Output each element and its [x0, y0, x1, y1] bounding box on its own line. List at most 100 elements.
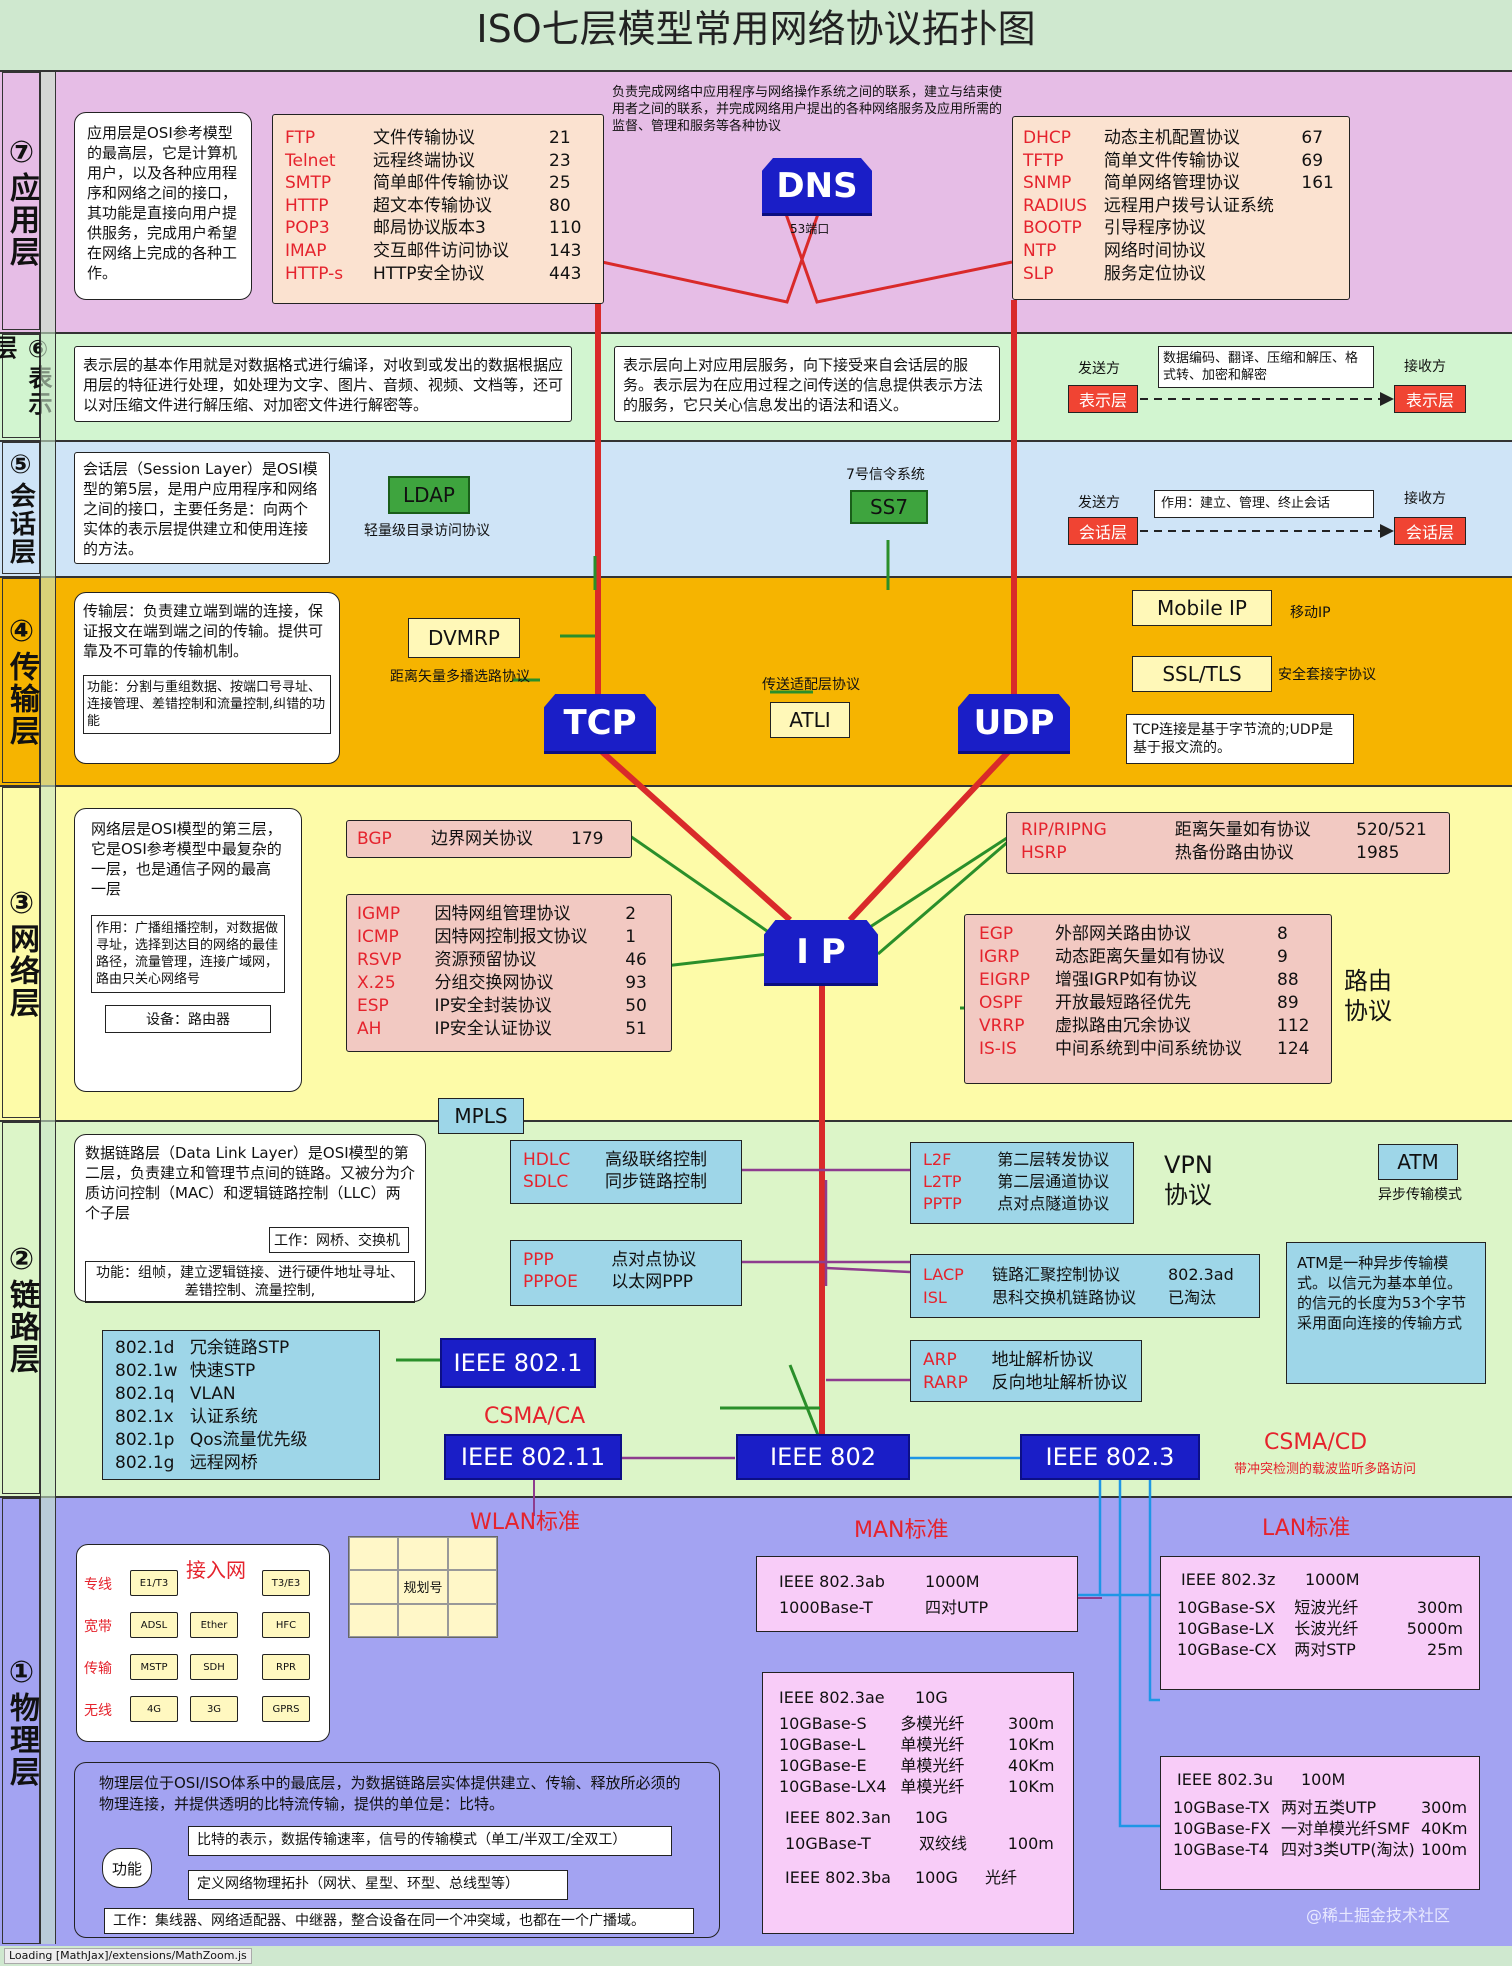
vpn-row-cell: 点对点隧道协议: [997, 1194, 1110, 1213]
ppp-row-cell: PPP: [523, 1250, 554, 1270]
rip-row-cell: RIP/RIPNG: [1021, 820, 1107, 840]
net-protocol-row-cell: 46: [625, 950, 647, 970]
app-protocol-row-cell: 动态主机配置协议: [1103, 128, 1240, 148]
net-protocol-row-cell: ESP: [357, 996, 389, 1016]
lacp-row-cell: 802.3ad: [1167, 1265, 1234, 1284]
lan-cell: 5000m: [1406, 1619, 1463, 1638]
app-protocol-row-cell: [1301, 195, 1339, 218]
access-row-label: 传输: [84, 1661, 112, 1677]
vpn-row-cell: PPTP: [923, 1194, 962, 1213]
lacp-row-cell: 思科交换机链路协议: [992, 1288, 1137, 1307]
layer-label-link: ②链路层: [2, 1122, 40, 1494]
vpn-label: VPN协议: [1164, 1151, 1213, 1209]
layer-label-trans: ④传输层: [2, 578, 40, 783]
arp-row-cell: 地址解析协议: [991, 1350, 1094, 1370]
ss7-desc: 7号信令系统: [846, 467, 925, 483]
ppp-row-cell: 以太网PPP: [611, 1272, 694, 1292]
man2-cell: 10GBase-LX4: [779, 1777, 887, 1796]
atm-node: ATM: [1378, 1144, 1458, 1180]
ieee-row-cell: 802.1w: [115, 1361, 178, 1381]
man2-header-cell: 光纤: [985, 1868, 1018, 1887]
route-protocol-row-cell: 88: [1277, 970, 1299, 990]
mobile-ip-desc: 移动IP: [1290, 605, 1331, 621]
watermark: @稀土掘金技术社区: [1306, 1906, 1451, 1925]
lan-label: LAN标准: [1262, 1516, 1351, 1541]
link-desc-box: 数据链路层（Data Link Layer）是OSI模型的第二层，负责建立和管理…: [74, 1134, 426, 1303]
pres-desc-box-2: 表示层向上对应用层服务，向下接受来自会话层的服务。表示层为在应用过程之间传送的信…: [614, 346, 1000, 422]
status-bar: Loading [MathJax]/extensions/MathZoom.js: [4, 1948, 252, 1964]
access-row-label: 宽带: [84, 1619, 112, 1635]
access-row-label: 无线: [84, 1703, 112, 1719]
link-work-box: 工作：网桥、交换机: [269, 1227, 409, 1253]
ieee-row-cell: 802.1d: [115, 1338, 175, 1358]
layer-label-phy: ①物理层: [2, 1498, 40, 1944]
man2-cell: 10Km: [1008, 1735, 1055, 1754]
mpls-node: MPLS: [438, 1098, 524, 1134]
vpn-row-cell: L2F: [923, 1150, 952, 1169]
app-protocol-row-cell: 邮局协议版本3: [373, 218, 486, 239]
rip-row-cell: 热备份路由协议: [1174, 843, 1294, 863]
arp-row-cell: 反向地址解析协议: [991, 1373, 1128, 1393]
man-row-cell: IEEE 802.3ab: [779, 1572, 885, 1591]
ldap-desc: 轻量级目录访问协议: [364, 523, 490, 539]
man2-cell: 单模光纤: [900, 1735, 965, 1754]
net-protocol-row-cell: 50: [625, 996, 647, 1016]
app-protocol-row-cell: 交互邮件访问协议: [373, 240, 509, 261]
man2-cell: 40Km: [1008, 1756, 1055, 1775]
app-protocol-row-cell: 简单邮件传输协议: [373, 173, 509, 194]
lan-cell: 10GBase-FX: [1173, 1819, 1271, 1838]
net-protocol-row-cell: X.25: [357, 973, 396, 993]
app-protocol-row-cell: 23: [549, 150, 571, 171]
app-protocol-row-cell: 110: [549, 218, 582, 239]
app-protocol-row-cell: 超文本传输协议: [373, 195, 492, 216]
lan-cell: 两对STP: [1294, 1640, 1356, 1659]
app-protocol-row-cell: 443: [549, 263, 582, 284]
phy-func-2: 定义网络物理拓扑（网状、星型、环型、总线型等）: [188, 1870, 568, 1900]
access-cell: RPR: [262, 1654, 310, 1680]
lan-cell: 短波光纤: [1294, 1598, 1359, 1617]
app-protocol-row-cell: 引导程序协议: [1103, 218, 1206, 239]
man2-cell: 多模光纤: [900, 1714, 965, 1733]
sess-sender-node: 会话层: [1068, 517, 1138, 545]
sess-desc-box: 会话层（Session Layer）是OSI模型的第5层，是用户应用程序和网络之…: [74, 452, 330, 564]
man-row-cell: 四对UTP: [925, 1598, 989, 1617]
wlan-label: WLAN标准: [470, 1510, 581, 1535]
app-protocol-row-cell: Telnet: [285, 150, 336, 171]
route-protocol-row-cell: 外部网关路由协议: [1055, 924, 1191, 944]
app-protocol-row-cell: SLP: [1023, 263, 1054, 284]
app-protocol-row-cell: NTP: [1023, 240, 1057, 261]
atli-node: ATLI: [770, 702, 850, 738]
man2-cell: 100m: [1007, 1834, 1054, 1853]
route-protocol-row-cell: IGRP: [979, 947, 1020, 967]
ssl-desc: 安全套接字协议: [1278, 667, 1376, 683]
access-cell: Ether: [190, 1612, 238, 1638]
ieee-row-cell: 802.1p: [115, 1430, 175, 1450]
